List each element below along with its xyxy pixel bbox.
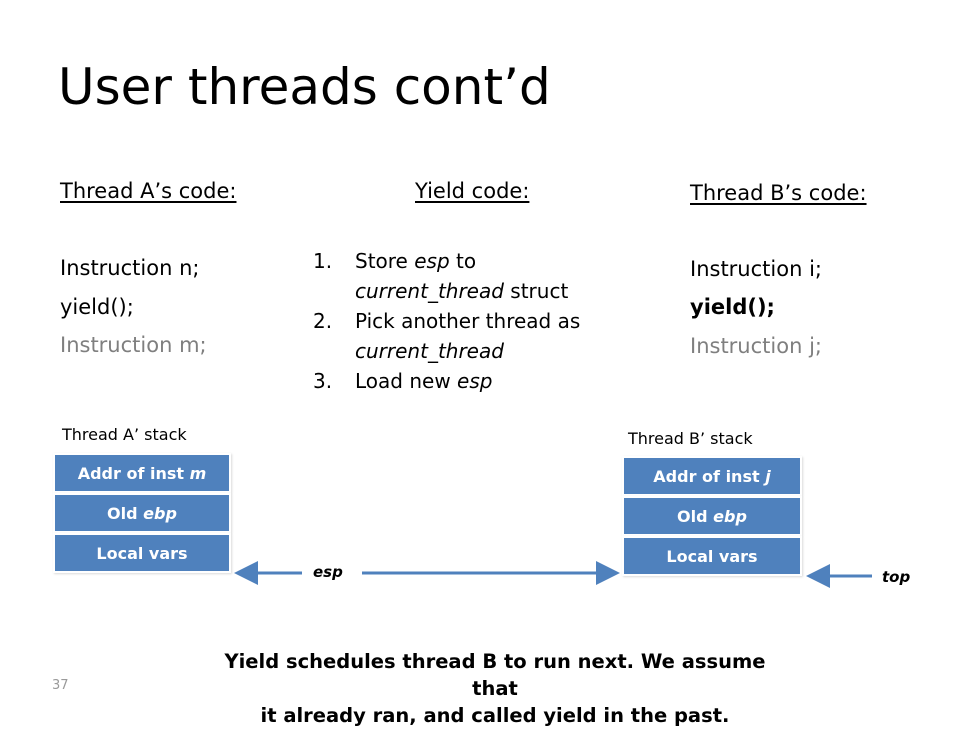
cell-text: Old	[107, 503, 138, 523]
yield-step-2: 2. Pick another thread as current_thread	[313, 306, 613, 366]
yield-step-2-text: Pick another thread as	[355, 309, 581, 333]
cell-emphasis: ebp	[713, 506, 747, 526]
page-number: 37	[52, 678, 69, 693]
thread-b-stack-cell-old-ebp: Old ebp	[622, 496, 802, 536]
yield-step-2-line2-emphasis: current_thread	[355, 339, 504, 363]
yield-step-3-emphasis: esp	[457, 369, 493, 393]
cell-text: Old	[677, 506, 708, 526]
yield-step-1-text-end: to	[449, 249, 477, 273]
cell-emphasis: j	[765, 466, 771, 486]
esp-label: esp	[313, 563, 343, 581]
cell-emphasis: m	[189, 463, 207, 483]
thread-b-line-2: yield();	[690, 295, 775, 319]
cell-text: Addr of inst	[653, 466, 760, 486]
yield-step-1-line2-text: struct	[503, 279, 569, 303]
yield-steps-list: 1. Store esp to current_thread struct 2.…	[313, 246, 613, 396]
yield-code-heading: Yield code:	[415, 179, 530, 203]
cell-text: Local vars	[96, 543, 188, 563]
yield-step-2-number: 2.	[313, 309, 333, 333]
slide-title: User threads cont’d	[58, 58, 551, 116]
yield-step-1-number: 1.	[313, 249, 333, 273]
thread-a-stack-cell-local-vars: Local vars	[53, 533, 231, 573]
yield-step-3: 3. Load new esp	[313, 366, 613, 396]
yield-step-1-emphasis: esp	[414, 249, 450, 273]
thread-a-line-2: yield();	[60, 295, 134, 319]
thread-a-line-3: Instruction m;	[60, 333, 207, 357]
yield-step-1-line2-emphasis: current_thread	[355, 279, 504, 303]
cell-emphasis: ebp	[143, 503, 177, 523]
yield-step-1-text: Store	[355, 249, 415, 273]
thread-a-stack-cell-old-ebp: Old ebp	[53, 493, 231, 533]
yield-step-3-text: Load new	[355, 369, 458, 393]
caption-line-1: Yield schedules thread B to run next. We…	[224, 650, 766, 700]
thread-b-line-1: Instruction i;	[690, 257, 822, 281]
yield-step-1: 1. Store esp to current_thread struct	[313, 246, 613, 306]
thread-b-line-3: Instruction j;	[690, 334, 822, 358]
thread-a-line-1: Instruction n;	[60, 256, 200, 280]
thread-a-heading: Thread A’s code:	[60, 179, 237, 203]
thread-a-stack-label: Thread A’ stack	[62, 425, 187, 444]
caption-line-2: it already ran, and called yield in the …	[260, 704, 730, 727]
top-label: top	[882, 568, 911, 586]
yield-step-3-number: 3.	[313, 369, 333, 393]
thread-b-stack-cell-local-vars: Local vars	[622, 536, 802, 576]
cell-text: Local vars	[666, 546, 758, 566]
thread-a-stack-cell-return-addr: Addr of inst m	[53, 453, 231, 493]
thread-b-stack-label: Thread B’ stack	[628, 429, 753, 448]
thread-b-heading: Thread B’s code:	[690, 181, 867, 205]
slide-caption: Yield schedules thread B to run next. We…	[200, 648, 790, 729]
cell-text: Addr of inst	[77, 463, 185, 483]
thread-b-stack-cell-return-addr: Addr of inst j	[622, 456, 802, 496]
